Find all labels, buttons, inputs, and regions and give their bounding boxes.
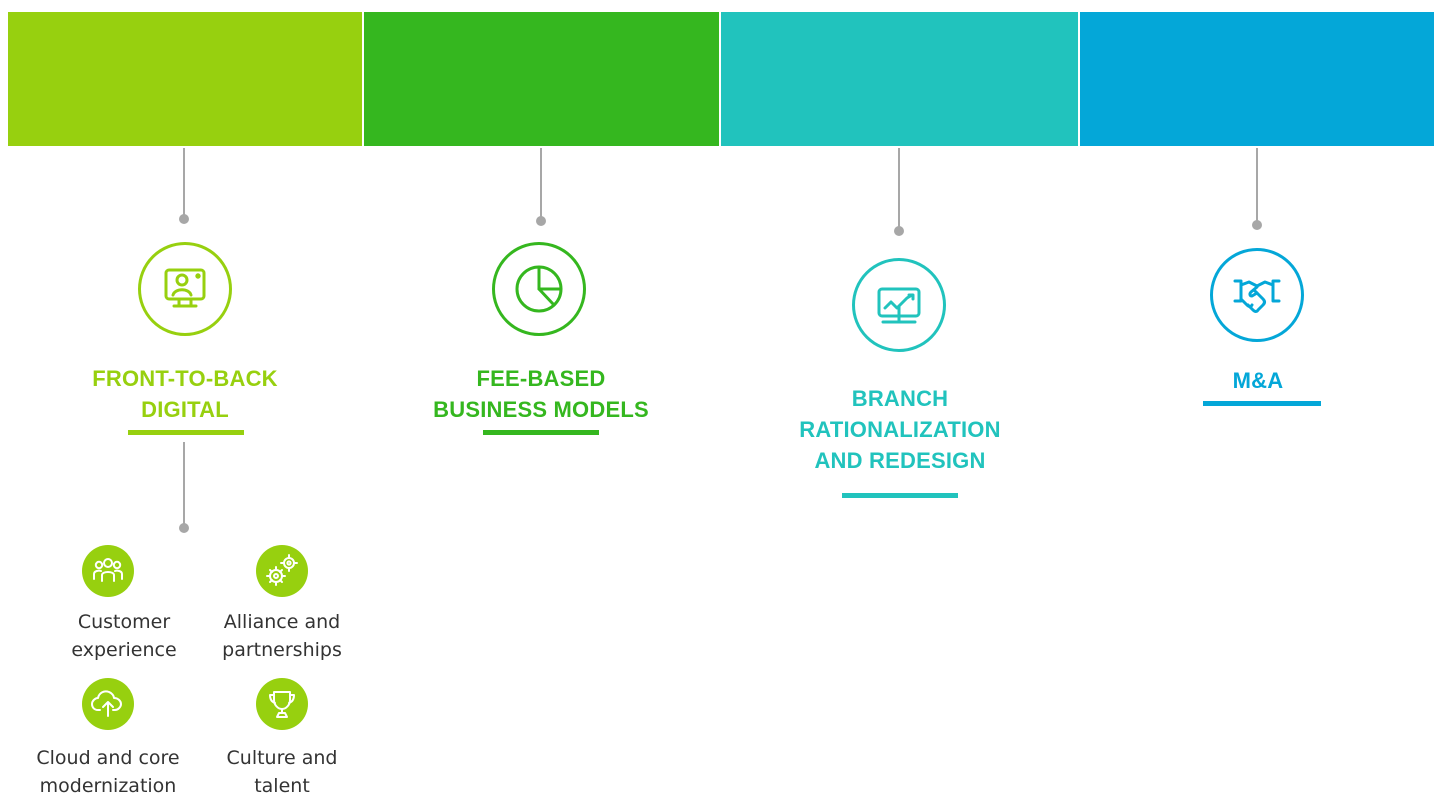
monitor-person-icon (138, 242, 232, 336)
trophy-icon (256, 678, 308, 730)
sub-item-label: Customer experience (71, 611, 177, 661)
pillar-band-front-to-back (8, 12, 362, 146)
sub-item-label: Alliance and partnerships (222, 611, 342, 661)
title-underline (1203, 401, 1321, 406)
title-underline (483, 430, 599, 435)
pillar-title-front-to-back: FRONT-TO-BACK DIGITAL (92, 366, 278, 422)
connector-line (898, 148, 900, 230)
pillar-title-fee-based: FEE-BASED BUSINESS MODELS (433, 366, 649, 422)
people-group-icon (82, 545, 134, 597)
sub-item-label: Cloud and core modernization (36, 747, 180, 797)
connector-line (1256, 148, 1258, 224)
title-underline (128, 430, 244, 435)
sub-item-label: Culture and talent (226, 747, 338, 797)
cloud-upload-icon (82, 678, 134, 730)
trend-chart-icon (852, 258, 946, 352)
connector-dot (536, 216, 546, 226)
handshake-icon (1210, 248, 1304, 342)
pie-chart-icon (492, 242, 586, 336)
connector-dot (1252, 220, 1262, 230)
connector-line (183, 148, 185, 218)
pillar-band-branch (721, 12, 1078, 146)
connector-line (183, 442, 185, 526)
connector-dot (179, 523, 189, 533)
title-underline (842, 493, 958, 498)
pillar-title-branch: BRANCH RATIONALIZATION AND REDESIGN (799, 386, 1001, 473)
gears-icon (256, 545, 308, 597)
connector-line (540, 148, 542, 220)
pillar-title-ma: M&A (1232, 368, 1284, 393)
connector-dot (179, 214, 189, 224)
connector-dot (894, 226, 904, 236)
pillar-band-ma (1080, 12, 1434, 146)
pillar-band-fee-based (364, 12, 719, 146)
